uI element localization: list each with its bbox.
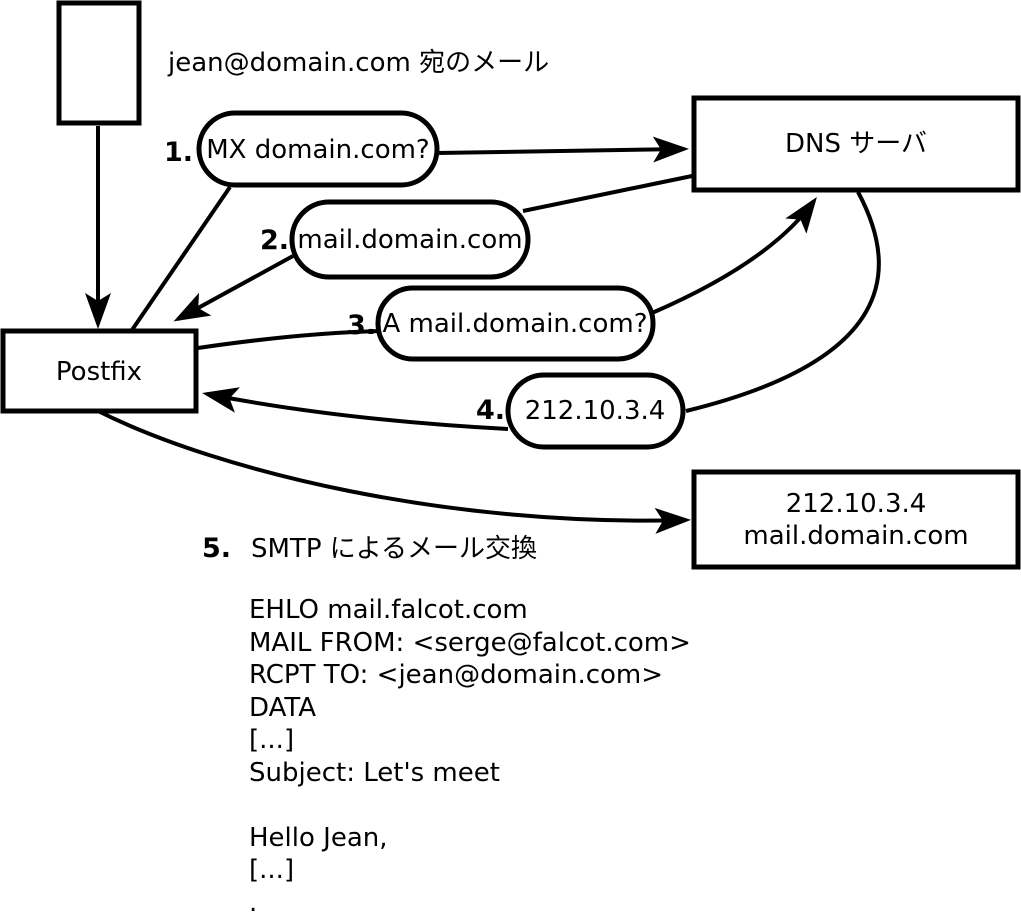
step5-number: 5. xyxy=(202,533,231,564)
arrow-mx-query-to-dns xyxy=(436,136,689,163)
arrow-postfix-to-mailserver xyxy=(97,409,691,534)
mail-title-label: jean@domain.com 宛のメール xyxy=(167,48,549,78)
step4-label: 212.10.3.4 xyxy=(525,396,666,426)
arrow-a-query-to-dns xyxy=(651,196,817,315)
smtp-session-text: EHLO mail.falcot.com MAIL FROM: <serge@f… xyxy=(249,595,691,918)
line-postfix-to-a-query xyxy=(197,329,382,350)
step4-bubble xyxy=(505,372,686,450)
step2-label: mail.domain.com xyxy=(297,225,522,255)
arrow-a-answer-to-postfix xyxy=(202,387,509,431)
step4-number: 4. xyxy=(476,395,505,426)
line-dns-to-mx-answer xyxy=(522,174,693,213)
dns-server-box xyxy=(691,95,1021,193)
postfix-box xyxy=(0,328,199,414)
step3-label: A mail.domain.com? xyxy=(383,309,648,339)
mail-server-ip: 212.10.3.4 xyxy=(786,489,927,519)
step3-bubble xyxy=(375,285,656,362)
dns-server-label: DNS サーバ xyxy=(785,129,927,159)
step5-label: SMTP によるメール交換 xyxy=(251,534,537,564)
step2-bubble xyxy=(289,199,531,280)
envelope-box xyxy=(56,0,142,126)
step3-number: 3. xyxy=(347,310,376,341)
step2-number: 2. xyxy=(260,225,289,256)
arrow-mx-answer-to-postfix xyxy=(173,254,294,322)
postfix-label: Postfix xyxy=(56,357,142,387)
line-dns-to-a-answer xyxy=(685,191,881,413)
step1-label: MX domain.com? xyxy=(206,135,429,165)
line-postfix-to-mx-query xyxy=(130,185,232,332)
step1-bubble xyxy=(196,110,440,188)
mail-server-box xyxy=(691,469,1021,570)
step1-number: 1. xyxy=(164,137,193,168)
mail-server-hostname: mail.domain.com xyxy=(743,521,968,551)
